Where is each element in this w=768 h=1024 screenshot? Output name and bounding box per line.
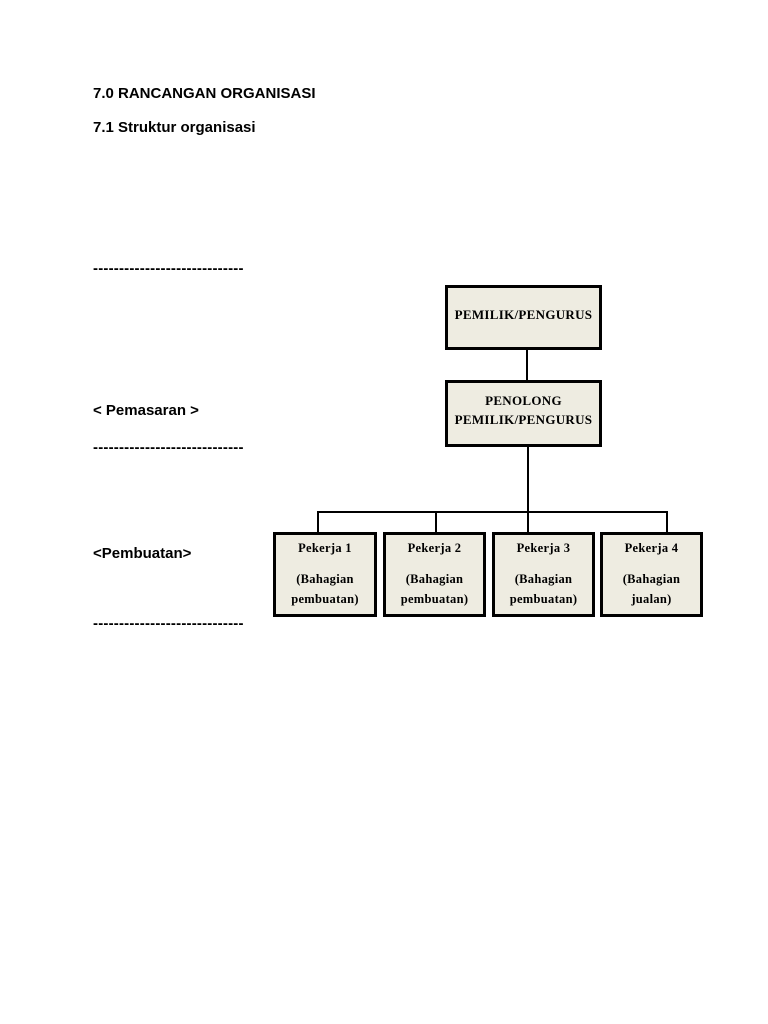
org-box-pekerja-2: Pekerja 2 (Bahagian pembuatan) xyxy=(383,532,486,617)
org-box-penolong-pemilik-pengurus: PENOLONG PEMILIK/PENGURUS xyxy=(445,380,602,447)
worker-subtitle-line1: (Bahagian xyxy=(622,572,681,586)
org-box-title: PEMILIK/PENGURUS xyxy=(454,306,593,322)
worker-subtitle-line1: (Bahagian xyxy=(514,572,573,586)
org-box-pekerja-4: Pekerja 4 (Bahagian jualan) xyxy=(600,532,703,617)
connector-root-to-assistant xyxy=(526,350,528,380)
connector-drop-worker-2 xyxy=(435,511,437,532)
dashed-separator-3: ----------------------------- xyxy=(93,615,244,632)
section-heading: 7.0 RANCANGAN ORGANISASI xyxy=(93,85,316,102)
dashed-separator-1: ----------------------------- xyxy=(93,260,244,277)
worker-subtitle-line2: jualan) xyxy=(631,592,672,606)
worker-subtitle-line2: pembuatan) xyxy=(509,592,578,606)
org-box-pekerja-1: Pekerja 1 (Bahagian pembuatan) xyxy=(273,532,377,617)
subsection-heading: 7.1 Struktur organisasi xyxy=(93,119,256,136)
worker-subtitle-line2: pembuatan) xyxy=(291,592,359,606)
worker-subtitle-line1: (Bahagian xyxy=(296,572,354,586)
worker-subtitle-line2: pembuatan) xyxy=(400,592,469,606)
worker-subtitle-line1: (Bahagian xyxy=(405,572,464,586)
worker-title: Pekerja 1 xyxy=(298,541,352,555)
connector-assistant-to-workers xyxy=(527,447,529,532)
org-box-title-line2: PEMILIK/PENGURUS xyxy=(454,411,593,427)
worker-title: Pekerja 3 xyxy=(516,541,571,555)
connector-drop-worker-4 xyxy=(666,511,668,532)
connector-horizontal-bar xyxy=(317,511,668,513)
dashed-separator-2: ----------------------------- xyxy=(93,439,244,456)
worker-title: Pekerja 4 xyxy=(624,541,679,555)
worker-title: Pekerja 2 xyxy=(407,541,462,555)
org-box-title-line1: PENOLONG xyxy=(485,392,562,408)
label-pemasaran: < Pemasaran > xyxy=(93,402,199,419)
org-box-pekerja-3: Pekerja 3 (Bahagian pembuatan) xyxy=(492,532,595,617)
label-pembuatan: <Pembuatan> xyxy=(93,545,192,562)
connector-drop-worker-1 xyxy=(317,511,319,532)
org-box-pemilik-pengurus: PEMILIK/PENGURUS xyxy=(445,285,602,350)
